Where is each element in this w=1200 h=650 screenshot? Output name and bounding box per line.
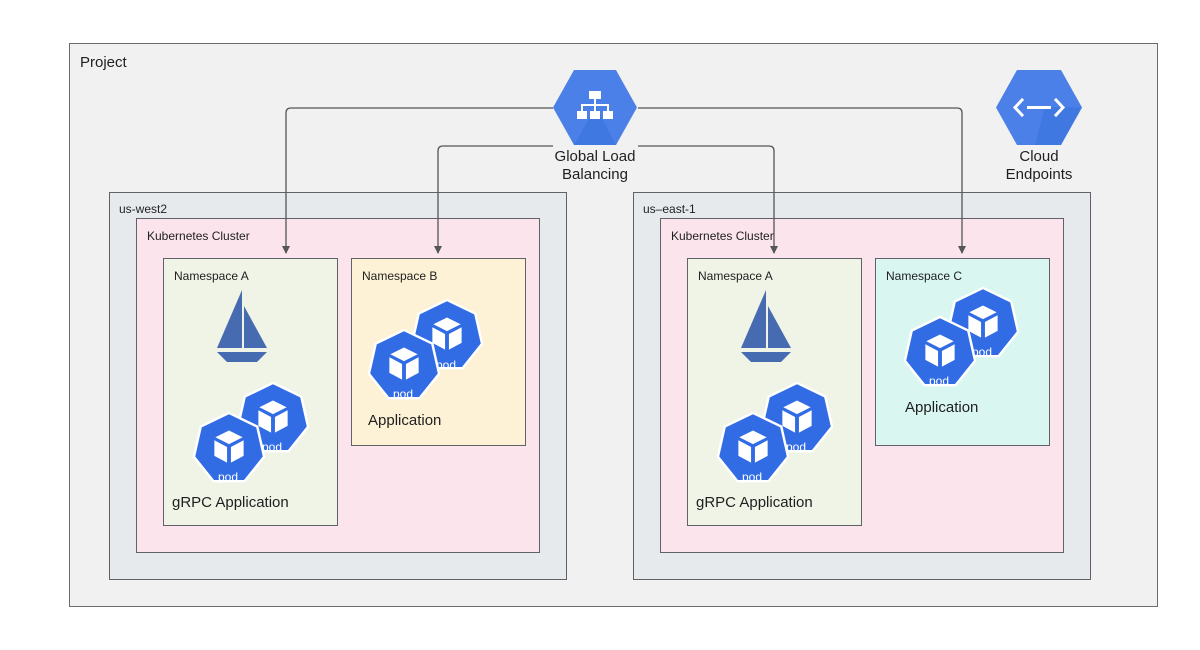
namespace-label: Namespace B: [362, 269, 438, 283]
load-balancer-label-line1: Global Load: [554, 148, 636, 165]
app-label: Application: [368, 412, 442, 429]
cloud-endpoints-label-line1: Cloud: [1019, 148, 1059, 165]
pod-label: pod: [786, 440, 807, 454]
cluster-label: Kubernetes Cluster: [671, 229, 774, 243]
arrow-to-namespace-a-east: [638, 145, 778, 254]
app-label: gRPC Application: [172, 494, 289, 511]
namespace-label: Namespace A: [174, 269, 249, 283]
load-balancer-icon: [553, 70, 637, 145]
cloud-endpoints-label-line2: Endpoints: [1005, 166, 1073, 183]
pod-label: pod: [929, 374, 950, 388]
api-endpoints-icon: [996, 70, 1082, 145]
pod-label: pod: [972, 345, 993, 359]
cloud-endpoints-label: Cloud Endpoints: [979, 148, 1099, 184]
pod-label: pod: [393, 387, 414, 401]
load-balancer-label: Global Load Balancing: [535, 148, 655, 184]
pod-label: pod: [742, 470, 763, 484]
arrow-to-namespace-a-west: [282, 107, 553, 254]
arrow-to-namespace-c-east: [638, 107, 966, 254]
arrow-to-namespace-b-west: [434, 145, 553, 254]
app-label: Application: [905, 399, 979, 416]
load-balancer-label-line2: Balancing: [562, 166, 628, 183]
project-label: Project: [80, 54, 127, 71]
region-label: us–east-1: [643, 202, 696, 216]
pod-label: pod: [262, 440, 283, 454]
cluster-label: Kubernetes Cluster: [147, 229, 250, 243]
istio-sail-icon: [217, 290, 267, 362]
istio-sail-icon: [741, 290, 791, 362]
region-label: us-west2: [119, 202, 168, 216]
namespace-a-east: [687, 258, 862, 526]
namespace-label: Namespace C: [886, 269, 963, 283]
namespace-label: Namespace A: [698, 269, 773, 283]
pod-label: pod: [218, 470, 239, 484]
app-label: gRPC Application: [696, 494, 813, 511]
namespace-a-west: [163, 258, 338, 526]
pod-label: pod: [436, 358, 457, 372]
